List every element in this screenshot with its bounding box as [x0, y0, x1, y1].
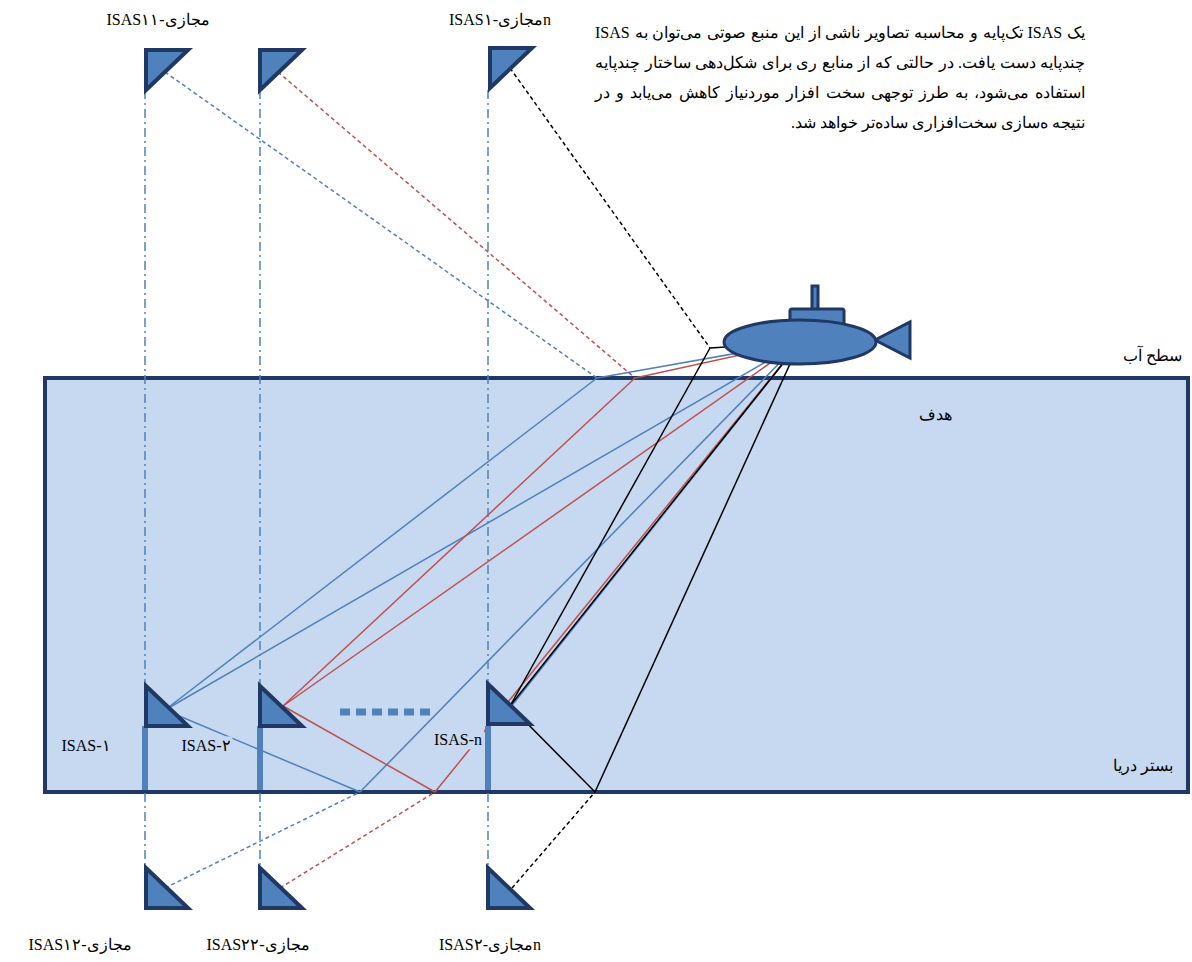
seabed-label: بستر دریا — [1111, 756, 1175, 775]
target-label: هدف — [917, 405, 954, 424]
virtual-source-label: ISASمجازی-۲۲ — [206, 935, 309, 954]
virtual-source-label: ISASمجازی-۲n — [439, 935, 541, 954]
paragraph-text: یک ISAS تک‌پایه و محاسبه تصاویر ناشی از … — [595, 18, 1085, 138]
isas-flags — [146, 48, 532, 908]
virtual-source-label: ISASمجازی-۱۱ — [106, 10, 209, 29]
red-rays — [278, 72, 800, 888]
blue-rays — [165, 72, 800, 888]
submarine-target — [724, 286, 910, 364]
axis-lines — [145, 90, 488, 868]
sensor-posts — [142, 726, 491, 790]
sensor-label: ISAS-n — [432, 730, 484, 749]
virtual-source-label: ISASمجازی-۱۲ — [28, 935, 131, 954]
virtual-source-label: ISASمجازی-۱n — [449, 10, 551, 29]
black-rays — [510, 68, 800, 888]
sensor-label: ISAS-۱ — [59, 736, 112, 755]
sensor-label: ISAS-۲ — [179, 736, 232, 755]
water-body — [45, 378, 1188, 792]
surface-label: سطح آب — [1123, 346, 1182, 365]
ellipsis-dashes — [340, 709, 436, 716]
